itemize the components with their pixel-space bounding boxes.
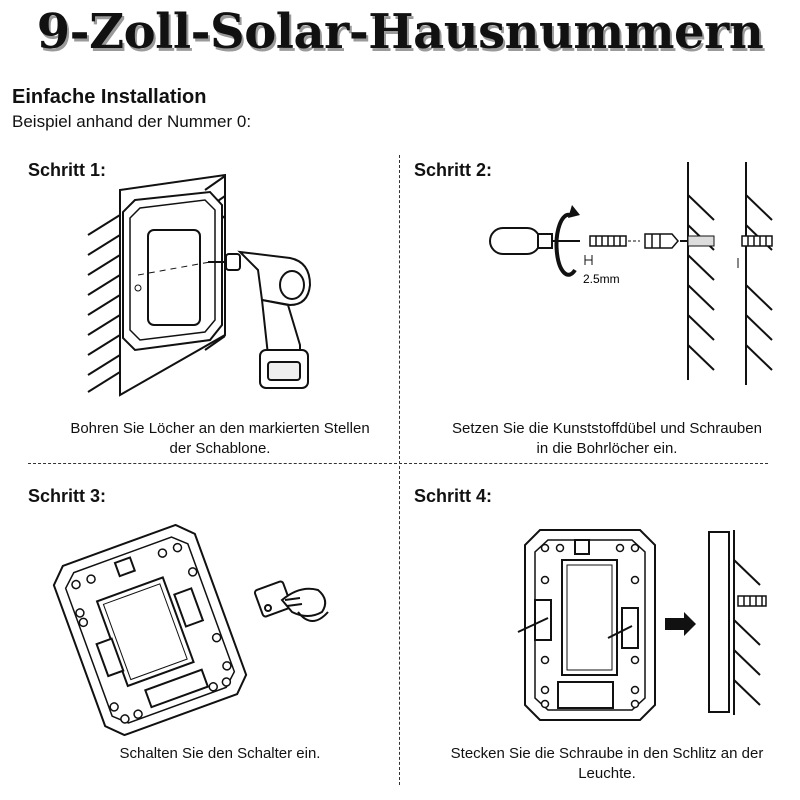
step4-caption: Stecken Sie die Schraube in den Schlitz … <box>450 745 764 782</box>
step3-caption: Schalten Sie den Schalter ein. <box>119 745 321 762</box>
dimension-text: 2.5mm <box>583 272 620 286</box>
step3-label: Schritt 3: <box>28 486 107 506</box>
step2-illustration: 2.5mm <box>489 162 773 385</box>
section-heading: Einfache Installation <box>12 86 207 108</box>
vertical-divider <box>399 155 400 785</box>
arrow-right-icon <box>665 612 696 636</box>
step1-illustration <box>87 173 312 397</box>
screw-icon <box>589 235 627 247</box>
step4-label: Schritt 4: <box>414 486 493 506</box>
drill-icon <box>208 250 312 389</box>
horizontal-divider <box>28 463 768 464</box>
step2-label: Schritt 2: <box>414 160 493 180</box>
step1-caption: Bohren Sie Löcher an den markierten Stel… <box>70 420 370 457</box>
intro-text: Beispiel anhand der Nummer 0: <box>12 112 252 131</box>
hand-icon <box>253 580 329 622</box>
wall-hatch <box>87 175 226 393</box>
step3-illustration <box>52 523 329 737</box>
dowel-icon <box>644 233 679 249</box>
step1-label: Schritt 1: <box>28 160 107 180</box>
page-title: 9-Zoll-Solar-Hausnummern <box>36 4 764 60</box>
step2-caption: Setzen Sie die Kunststoffdübel und Schra… <box>452 420 762 457</box>
